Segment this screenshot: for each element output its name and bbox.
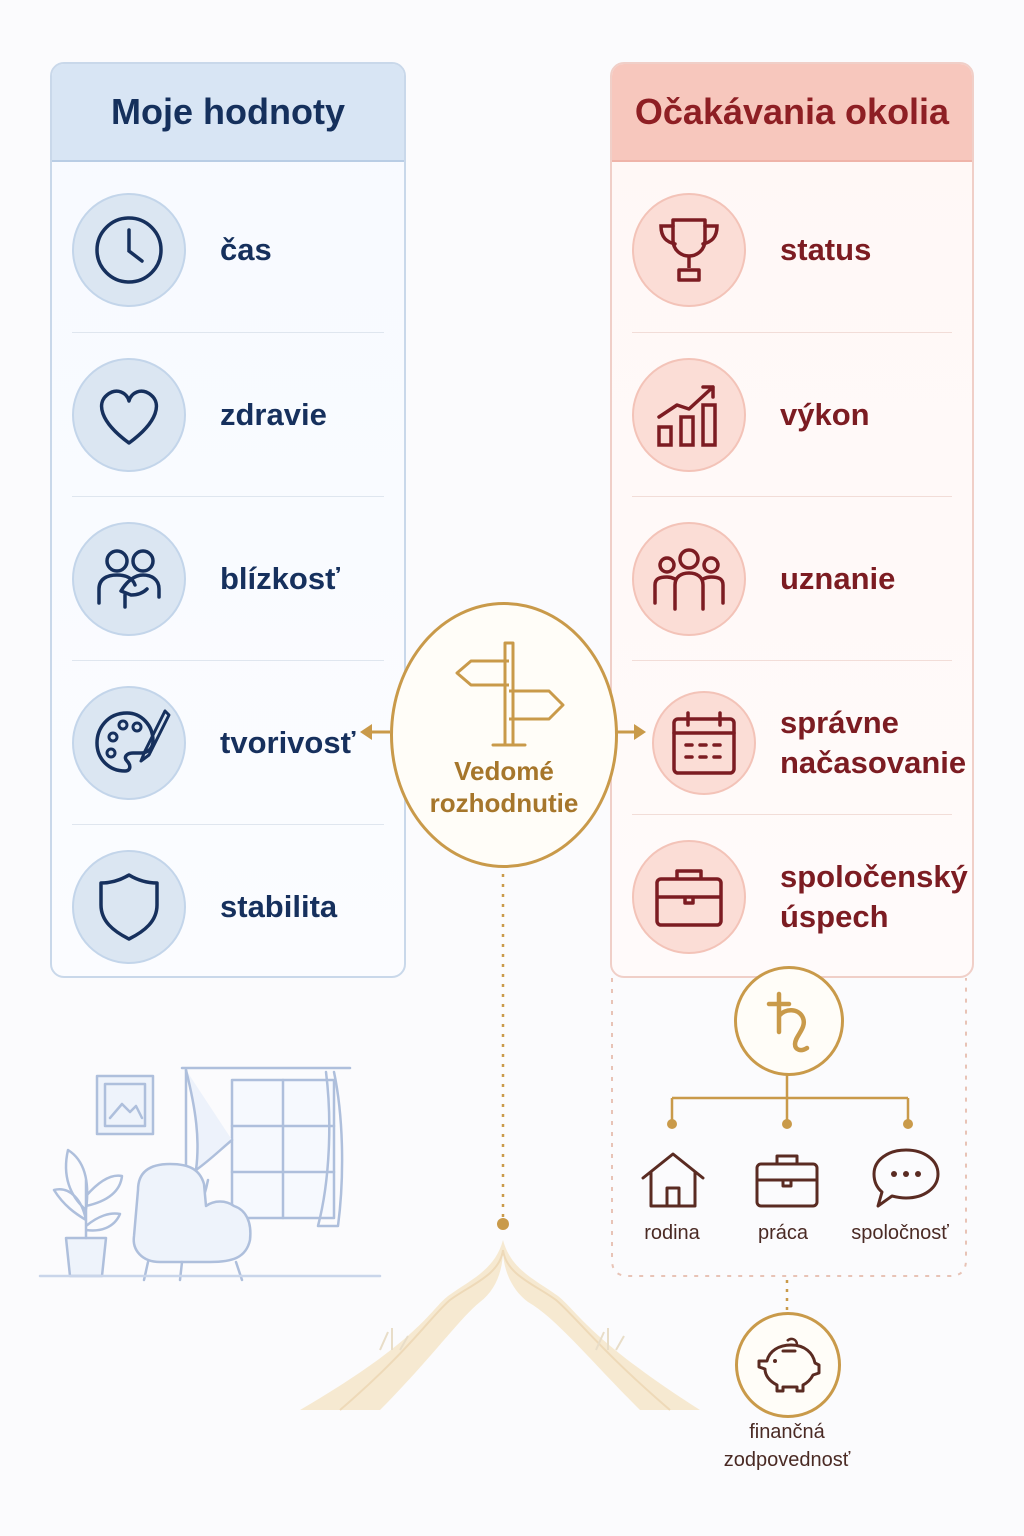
- shield-icon: [72, 850, 186, 964]
- values-panel-title: Moje hodnoty: [52, 64, 404, 162]
- value-label: čas: [220, 232, 272, 267]
- influence-dashed-box: [611, 978, 967, 1277]
- palette-icon: [72, 686, 186, 800]
- source-label: spoločnosť: [851, 1222, 949, 1244]
- house-icon: [637, 1148, 709, 1212]
- speech-bubble-icon: [868, 1144, 944, 1210]
- financial-responsibility-label: finančná zodpovednosť: [700, 1418, 874, 1474]
- value-label: tvorivosť: [220, 725, 356, 760]
- path-node: [497, 1218, 509, 1230]
- expectation-row-social-success: spoločenský úspech: [632, 814, 968, 976]
- expectation-label-line: načasovanie: [780, 745, 967, 780]
- expectation-label-line: spoločenský: [780, 859, 968, 894]
- expectation-label: správne načasovanie: [780, 703, 966, 783]
- expectation-label-line: úspech: [780, 899, 889, 934]
- source-label: práca: [757, 1222, 809, 1244]
- values-panel: Moje hodnoty čas zdravie blízkosť tvoriv…: [50, 62, 406, 978]
- financial-label-line: finančná: [749, 1421, 825, 1443]
- expectation-label: výkon: [780, 397, 870, 432]
- group-icon: [632, 522, 746, 636]
- value-label: zdravie: [220, 397, 327, 432]
- expectation-row-timing: správne načasovanie: [632, 660, 966, 825]
- briefcase-icon: [751, 1148, 823, 1212]
- value-label: blízkosť: [220, 561, 340, 596]
- expectations-panel-title: Očakávania okolia: [612, 64, 972, 162]
- forked-road-icon: [300, 1240, 700, 1411]
- value-row-closeness: blízkosť: [72, 496, 384, 661]
- value-row-stability: stabilita: [72, 824, 384, 976]
- growth-chart-icon: [632, 358, 746, 472]
- decision-label-line: Vedomé: [454, 756, 554, 786]
- calendar-icon: [652, 691, 756, 795]
- expectation-label: uznanie: [780, 561, 896, 596]
- heart-icon: [72, 358, 186, 472]
- trophy-icon: [632, 193, 746, 307]
- arrow-left-icon: [360, 724, 390, 740]
- value-row-health: zdravie: [72, 332, 384, 497]
- decision-label: Vedomé rozhodnutie: [393, 755, 615, 819]
- expectation-row-performance: výkon: [632, 332, 952, 497]
- piggy-bank-icon: [735, 1312, 841, 1418]
- expectation-label-line: správne: [780, 705, 899, 740]
- value-label: stabilita: [220, 889, 338, 924]
- value-row-time: čas: [72, 168, 384, 332]
- value-row-creativity: tvorivosť: [72, 660, 384, 825]
- saturn-symbol-icon: [734, 966, 844, 1076]
- decision-label-line: rozhodnutie: [429, 788, 579, 818]
- expectations-panel: Očakávania okolia status výkon uznanie s…: [610, 62, 974, 978]
- conscious-decision-node: Vedomé rozhodnutie: [390, 602, 618, 868]
- expectation-label: status: [780, 232, 872, 267]
- clock-icon: [72, 193, 186, 307]
- expectation-label: spoločenský úspech: [780, 857, 968, 937]
- financial-label-line: zodpovednosť: [723, 1449, 851, 1471]
- living-room-illustration: [38, 1066, 382, 1282]
- people-hug-icon: [72, 522, 186, 636]
- expectation-row-recognition: uznanie: [632, 496, 952, 661]
- source-label: rodina: [644, 1222, 700, 1244]
- expectation-row-status: status: [632, 168, 952, 332]
- briefcase-icon: [632, 840, 746, 954]
- signpost-icon: [455, 641, 565, 747]
